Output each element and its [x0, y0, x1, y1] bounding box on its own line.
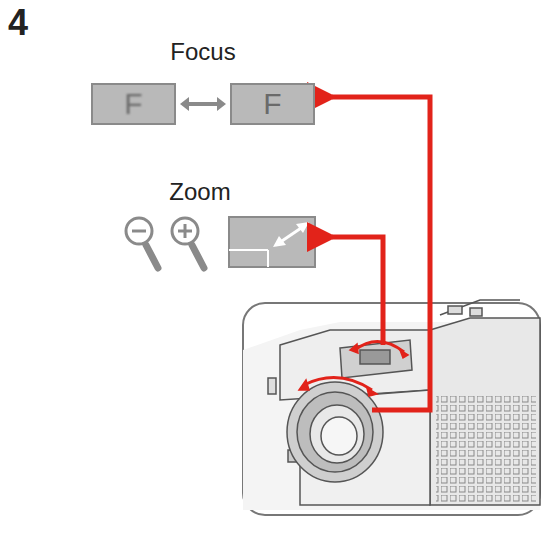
focus-label: Focus — [170, 38, 235, 66]
screen-letter: F — [263, 87, 281, 121]
lens — [287, 378, 383, 482]
focused-screen: F — [230, 83, 315, 125]
zoom-label: Zoom — [169, 178, 230, 206]
screen-letter: F — [124, 87, 142, 121]
zoom-lever — [340, 340, 412, 378]
step-number: 4 — [8, 2, 28, 44]
zoom-screen — [229, 217, 315, 267]
double-arrow — [180, 97, 226, 111]
zoom-in-icon — [172, 218, 204, 268]
blurred-screen: F — [91, 83, 176, 125]
pointer-arrows — [332, 97, 430, 410]
zoom-out-icon — [126, 218, 158, 268]
projector-body — [243, 300, 540, 510]
